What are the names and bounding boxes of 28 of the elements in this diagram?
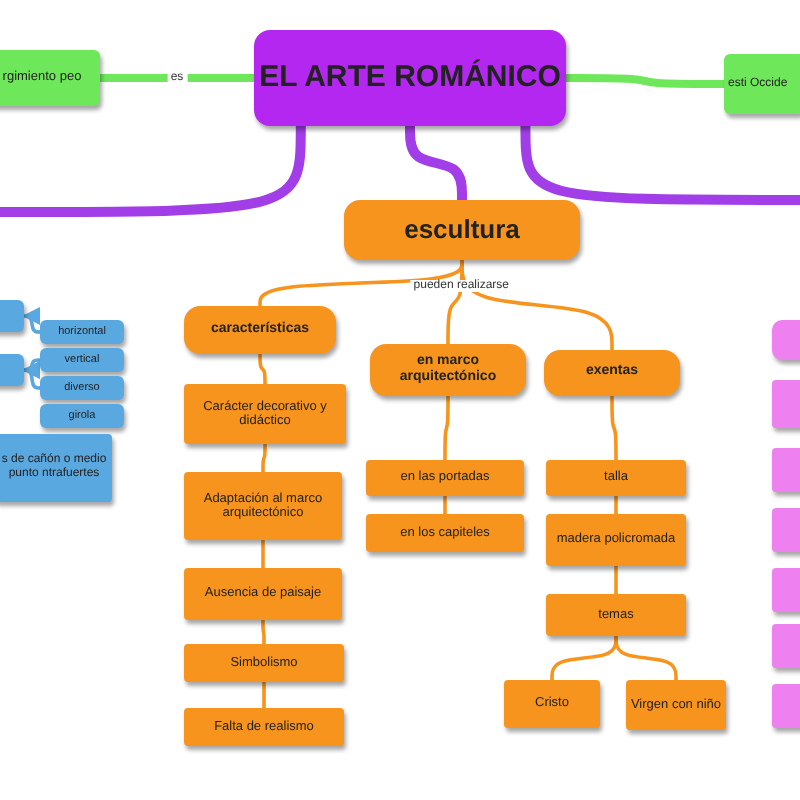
- connector-line: [261, 442, 267, 474]
- connector-line: [261, 618, 266, 646]
- connector-line: [443, 394, 450, 462]
- connector-line: [562, 74, 728, 88]
- connector-line: [520, 121, 800, 205]
- concept-box: [772, 508, 800, 552]
- concept-box: [772, 320, 800, 360]
- connector-line: [0, 121, 306, 217]
- connector-line: [614, 494, 618, 516]
- concept-box: [772, 380, 800, 428]
- connector-line: [258, 352, 267, 386]
- title-box: EL ARTE ROMÁNICO: [254, 30, 566, 126]
- connector-line: [262, 680, 266, 710]
- connector-line: [610, 394, 618, 462]
- concept-box: [772, 624, 800, 668]
- connector-line: [405, 121, 467, 205]
- connector-line: [261, 538, 265, 570]
- connector-line: [96, 74, 258, 82]
- connector-line: [22, 361, 42, 390]
- concept-box: [772, 684, 800, 728]
- concept-box: [772, 568, 800, 612]
- connector-line: [443, 494, 447, 516]
- connector-line: [22, 307, 42, 334]
- concept-box: escultura: [344, 200, 580, 260]
- connector-line: [614, 564, 618, 596]
- concept-box: [772, 448, 800, 492]
- connector-line: [460, 258, 614, 352]
- connector-line: [614, 634, 678, 682]
